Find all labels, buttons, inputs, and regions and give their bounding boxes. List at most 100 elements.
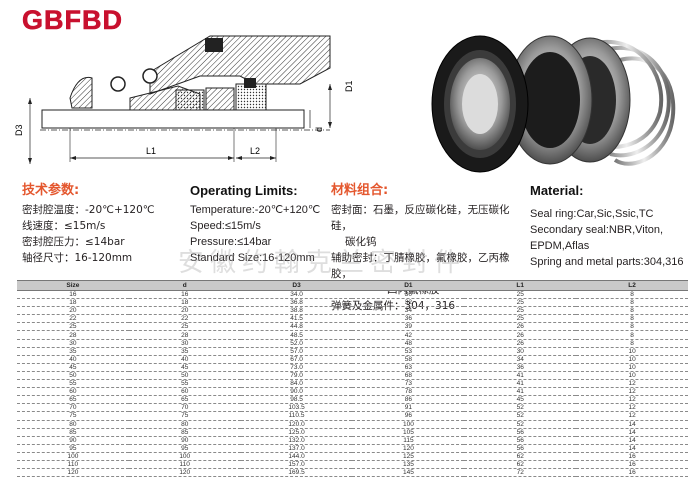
operating-limits-en: Operating Limits: Temperature:-20℃+120℃ … [190, 182, 330, 266]
table-cell: 25 [464, 314, 577, 324]
table-cell: 52 [464, 420, 577, 429]
table-cell: 8 [576, 298, 688, 308]
table-cell: 10 [576, 347, 688, 356]
column-header: d [128, 280, 241, 291]
materials-cn-heading: 材料组合: [331, 183, 389, 198]
table-cell: 8 [576, 290, 688, 300]
table-cell: 48.5 [240, 330, 353, 340]
table-cell: 67.0 [240, 355, 353, 364]
spec-line: 碳化钨 [345, 236, 377, 248]
spec-line: Standard Size:16-120mm [190, 252, 315, 264]
table-cell: 35 [17, 347, 129, 356]
spec-line: Spring and metal parts:304,316 [530, 256, 684, 268]
table-cell: 95 [17, 444, 129, 453]
operating-limits-heading: Operating Limits: [190, 183, 298, 198]
table-cell: 26 [464, 330, 577, 340]
table-cell: 45 [128, 363, 241, 372]
table-cell: 12 [576, 395, 688, 405]
table-cell: 8 [576, 306, 688, 316]
table-cell: 120 [352, 444, 465, 453]
table-cell: 90.0 [240, 387, 353, 397]
table-cell: 18 [128, 298, 241, 308]
table-cell: 55 [17, 379, 129, 389]
table-cell: 90 [128, 436, 241, 445]
table-cell: 90 [17, 436, 129, 445]
table-cell: 32 [352, 298, 465, 308]
table-cell: 20 [128, 306, 241, 316]
table-cell: 30 [352, 290, 465, 300]
table-cell: 80 [17, 420, 129, 429]
table-cell: 110.5 [240, 411, 353, 421]
table-cell: 157.0 [240, 460, 353, 470]
table-cell: 38.8 [240, 306, 353, 316]
tech-params-cn-heading: 技术参数: [22, 183, 80, 198]
table-cell: 25 [464, 306, 577, 316]
table-cell: 125.0 [240, 428, 353, 437]
spec-line: 辅助密封：丁腈橡胶，氟橡胶，乙丙橡胶， [331, 252, 510, 280]
spec-line: Seal ring:Car,Sic,Ssic,TC [530, 208, 654, 220]
table-cell: 10 [576, 371, 688, 381]
brand-logo: GBFBD [22, 5, 123, 36]
table-cell: 39 [352, 322, 465, 332]
table-cell: 56 [464, 436, 577, 445]
table-cell: 48 [352, 339, 465, 348]
table-cell: 62 [464, 460, 577, 470]
table-cell: 52.0 [240, 339, 353, 348]
table-cell: 63 [352, 363, 465, 372]
table-cell: 18 [17, 298, 129, 308]
company-watermark: 安徽约翰克兰密封件 [178, 248, 467, 278]
table-cell: 45 [464, 395, 577, 405]
table-cell: 52 [464, 403, 577, 413]
table-cell: 14 [576, 428, 688, 437]
tech-params-cn: 技术参数: 密封腔温度：-20℃+120℃ 线速度：≤15m/s 密封腔压力：≤… [22, 182, 187, 266]
table-cell: 73.0 [240, 363, 353, 372]
spring-coil [142, 68, 158, 84]
table-cell: 53 [352, 347, 465, 356]
table-cell: 40 [128, 355, 241, 364]
table-cell: 79.0 [240, 371, 353, 381]
table-cell: 45 [17, 363, 129, 372]
table-cell: 98.5 [240, 395, 353, 405]
table-cell: 68 [352, 371, 465, 381]
table-cell: 125 [352, 452, 465, 461]
table-cell: 41 [464, 379, 577, 389]
table-cell: 84.0 [240, 379, 353, 389]
spec-line: Secondary seal:NBR,Viton, [530, 224, 664, 236]
table-cell: 50 [128, 371, 241, 381]
spec-line: 轴径尺寸：16-120mm [22, 252, 133, 264]
spec-line: 密封腔压力：≤14bar [22, 236, 125, 248]
table-cell: 16 [576, 468, 688, 478]
table-cell: 132.0 [240, 436, 353, 445]
column-header: D1 [352, 280, 465, 291]
table-cell: 8 [576, 330, 688, 340]
spring-retainer [69, 76, 93, 109]
table-cell: 105 [352, 428, 465, 437]
spec-line: Temperature:-20℃+120℃ [190, 204, 321, 216]
table-cell: 65 [17, 395, 129, 405]
dim-d3-label: D3 [14, 124, 24, 136]
table-cell: 10 [576, 363, 688, 372]
table-cell: 26 [464, 339, 577, 348]
table-cell: 14 [576, 444, 688, 453]
table-cell: 16 [17, 290, 129, 300]
column-header: L1 [464, 280, 577, 291]
table-cell: 25 [17, 322, 129, 332]
table-cell: 57.0 [240, 347, 353, 356]
table-cell: 8 [576, 339, 688, 348]
table-cell: 20 [17, 306, 129, 316]
table-cell: 25 [464, 298, 577, 308]
table-cell: 12 [576, 379, 688, 389]
